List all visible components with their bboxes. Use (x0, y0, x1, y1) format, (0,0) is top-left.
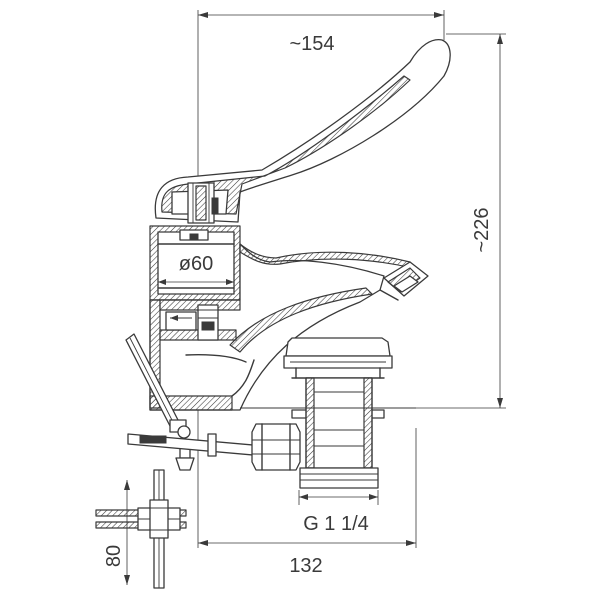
thread-dimension: G 1 1/4 (298, 490, 379, 535)
drain-linkage (127, 423, 301, 471)
width-dimension: ~154 (197, 10, 445, 180)
cartridge-housing: ø60 (149, 225, 241, 301)
thickness-dimension: 80 (103, 480, 130, 585)
thread-label: G 1 1/4 (303, 513, 369, 535)
width-label: ~154 (289, 33, 334, 55)
height-dimension: ~226 (372, 33, 506, 409)
height-label: ~226 (471, 207, 493, 252)
base-label: 132 (289, 555, 322, 577)
diameter-label: ø60 (179, 253, 213, 275)
lever-handle (154, 39, 451, 224)
spout-aerator (379, 261, 429, 301)
basin-section (95, 469, 187, 589)
base-dimension: 132 (197, 408, 417, 577)
drain-assembly (240, 337, 416, 489)
thickness-label: 80 (103, 545, 125, 567)
